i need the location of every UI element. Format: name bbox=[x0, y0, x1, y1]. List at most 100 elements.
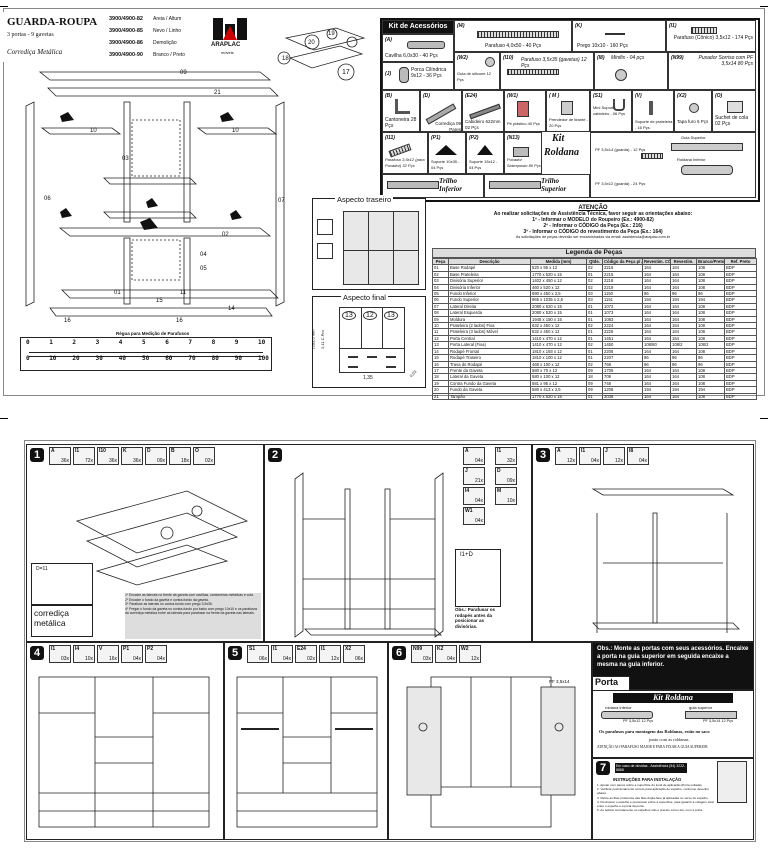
hardware-qty: 72x bbox=[84, 458, 93, 464]
step-1-drawer-diagram bbox=[75, 490, 249, 586]
notice-line-2: 2º - Informar o CÓDIGO da Peça (Ex.: 216… bbox=[543, 223, 643, 229]
part-label-10b: 10 bbox=[232, 128, 239, 134]
final-height2-dim: 2,11 C.Pro bbox=[319, 330, 325, 349]
hardware-qty: 10x bbox=[506, 498, 515, 504]
brand-logo bbox=[213, 18, 247, 40]
part-label-06: 06 bbox=[44, 196, 51, 202]
bottom-roller-label: Roldana Inferior bbox=[677, 157, 706, 162]
kit-item-N13: (N13) Puxador Sobreposto 80 Pçs bbox=[504, 132, 542, 174]
roldana-box-title: Kit Roldana bbox=[613, 693, 733, 703]
glue-sachet-icon bbox=[727, 101, 743, 113]
code-3: 3900/4900-90 bbox=[109, 52, 143, 58]
ruler-lower-label: 50 bbox=[142, 355, 150, 362]
ruler-upper-label: 10 bbox=[258, 339, 266, 346]
door-label-center: 12 bbox=[363, 311, 377, 320]
back-panel-thumb-1 bbox=[317, 219, 333, 235]
hardware-qty: 04x bbox=[590, 458, 599, 464]
hardware-qty: 10x bbox=[84, 656, 93, 662]
kit-item-K: (K) Prego 10x10 - 160 Pçs bbox=[572, 20, 666, 52]
hardware-qty: 12x bbox=[566, 458, 575, 464]
kit-item-V: (V) Suporte de prateleira - 16 Pçs bbox=[632, 90, 674, 132]
part-label-02: 02 bbox=[222, 232, 229, 238]
table-cell: 164 bbox=[670, 392, 697, 400]
exploded-wardrobe-diagram bbox=[25, 71, 285, 317]
hardware-qty: 32x bbox=[506, 458, 515, 464]
hardware-qty: 16x bbox=[108, 656, 117, 662]
product-name: GUARDA-ROUPA bbox=[7, 16, 98, 28]
slide-label: corrediça metálica bbox=[34, 608, 69, 628]
hardware-ref: J bbox=[605, 448, 608, 454]
crop-mark-mid-left bbox=[0, 418, 8, 419]
tie-clip-icon bbox=[561, 101, 573, 115]
hardware-ref: I1 bbox=[75, 448, 80, 454]
slide-type: Corrediça Metálica bbox=[7, 48, 63, 56]
roller-pf14: PF 3,5x14 (guarda) - 12 Pçs bbox=[595, 147, 646, 152]
step-3-top-diagram bbox=[591, 488, 740, 633]
hardware-thumb: N99 03x bbox=[411, 645, 433, 663]
ruler-lower-label: 10 bbox=[49, 355, 57, 362]
hardware-ref: K bbox=[123, 448, 127, 454]
hardware-ref: A bbox=[557, 448, 561, 454]
step-5-rods-diagram bbox=[236, 676, 378, 828]
hardware-qty: 03x bbox=[422, 656, 431, 662]
hardware-ref: K2 bbox=[437, 646, 444, 652]
kit-text-A: Cavilha 6,0x30 - 40 Pçs bbox=[385, 53, 438, 59]
roldana-pf2: PF 3,5x14 12 Pçs bbox=[703, 719, 733, 723]
back-aspect-title: Aspecto traseiro bbox=[335, 195, 394, 204]
table-cell: 3036 bbox=[602, 392, 643, 400]
ruler-lower-ticks bbox=[29, 356, 263, 365]
kit-bottom-rail: Trilho Inferior bbox=[382, 174, 484, 198]
kit-top-rail: Trilho Superior bbox=[484, 174, 590, 198]
kit-item-W2: (W2) Guia de silicone 12 Pçs bbox=[454, 52, 500, 90]
kit-item-I1: (I1) Parafuso (Cônico) 3,5x12 - 174 Pçs bbox=[666, 20, 756, 52]
part-label-14: 14 bbox=[228, 306, 235, 312]
hardware-ref: D bbox=[147, 448, 151, 454]
obs-doors-text: Obs.: Monte as portas com seus acessório… bbox=[597, 646, 749, 668]
part-label-11: 11 bbox=[180, 290, 187, 296]
step-7-panel: 7 Em caso de dúvidas - Assistência (54) … bbox=[592, 758, 754, 840]
table-cell: 1770 x 520 x 15 bbox=[530, 392, 587, 400]
hardware-ref: S1 bbox=[249, 646, 256, 652]
ruler-lower-label: 70 bbox=[188, 355, 196, 362]
kit-item-P2: (P2) Suporte 15x12 - 04 Pçs bbox=[466, 132, 504, 174]
hardware-qty: 04x bbox=[132, 656, 141, 662]
final-aspect-box: Aspecto final 2283,6 Mm 2,11 C.Pro 13 12… bbox=[311, 293, 426, 388]
screw-pf-icon bbox=[641, 153, 663, 159]
bottom-rail-icon bbox=[387, 181, 439, 189]
step-2-detail-box: I1+D bbox=[455, 549, 501, 607]
ruler-lower-label: 40 bbox=[118, 355, 127, 362]
hardware-ref: I1 bbox=[273, 646, 278, 652]
roldana-note1: Os parafusos para montagem das Roldanas,… bbox=[599, 729, 710, 734]
hardware-thumb: I1 72x bbox=[73, 447, 95, 465]
hardware-ref: M bbox=[497, 488, 502, 494]
step-2-obs: Obs.: Parafusar os rodapés antes da posi… bbox=[455, 607, 496, 629]
slide-inset: D=11 bbox=[31, 563, 93, 605]
ruler-title: Régua para Medição de Parafusos bbox=[116, 331, 190, 336]
part-label-16a: 16 bbox=[64, 318, 71, 324]
table-cell: 108 bbox=[696, 392, 725, 400]
small-support-icon bbox=[477, 145, 493, 155]
roldana-left: roldana inferior bbox=[605, 705, 632, 710]
hardware-qty: 04x bbox=[446, 656, 455, 662]
finish-3: Branco / Preto bbox=[153, 52, 185, 58]
parts-col-header: Revestim. bbox=[670, 257, 697, 266]
hardware-ref: N99 bbox=[413, 646, 423, 652]
